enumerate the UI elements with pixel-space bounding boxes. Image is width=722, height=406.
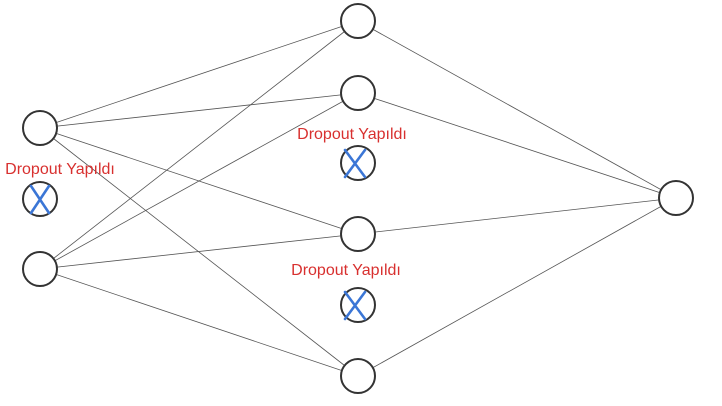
edge: [39, 92, 359, 270]
edge: [39, 127, 359, 377]
dropout-label-hidden-2: Dropout Yapıldı: [291, 262, 401, 279]
edge: [39, 92, 359, 129]
hidden-node-3: [340, 216, 376, 252]
edge: [39, 20, 359, 129]
dropped-input-node: [22, 181, 58, 217]
input-node-2: [22, 251, 58, 287]
edge: [357, 92, 677, 199]
edge: [39, 268, 359, 377]
hidden-node-4: [340, 358, 376, 394]
hidden-node-2: [340, 75, 376, 111]
edge: [357, 197, 677, 377]
output-layer: [658, 180, 694, 216]
hidden-node-1: [340, 3, 376, 39]
output-node: [658, 180, 694, 216]
dropped-hidden-node-2: [340, 287, 376, 323]
dropout-x-icon: [343, 148, 367, 179]
dropout-x-icon: [29, 184, 51, 215]
edge: [357, 197, 677, 235]
hidden-layer: [340, 3, 376, 394]
dropout-x-icon: [343, 290, 367, 321]
edge: [39, 20, 359, 270]
connections: [39, 20, 677, 377]
dropout-label-input: Dropout Yapıldı: [5, 161, 115, 178]
input-layer: [22, 110, 58, 287]
dropout-label-hidden-1: Dropout Yapıldı: [297, 126, 407, 143]
dropped-hidden-node-1: [340, 145, 376, 181]
edge: [357, 20, 677, 199]
dropout-labels: Dropout Yapıldı Dropout Yapıldı Dropout …: [5, 126, 407, 279]
edge: [39, 233, 359, 270]
input-node-1: [22, 110, 58, 146]
